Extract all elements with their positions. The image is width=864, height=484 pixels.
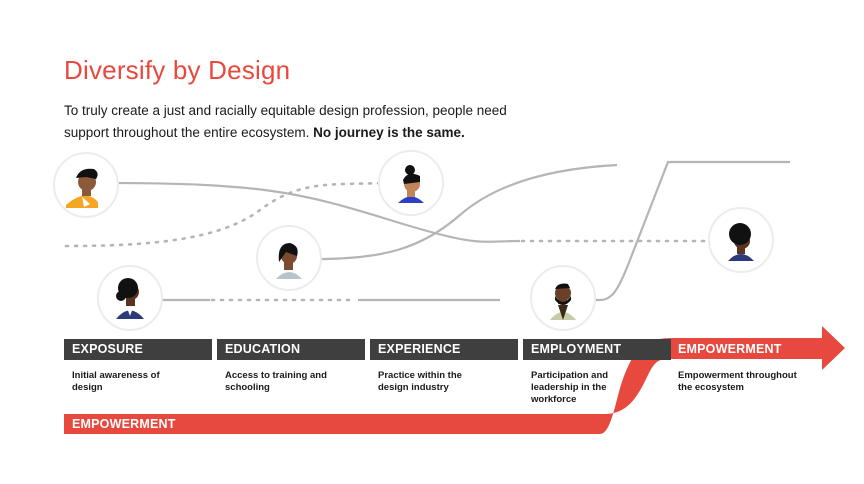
avatar-experience <box>256 225 322 291</box>
stage-education: EDUCATION <box>217 339 365 360</box>
journey-path-exposure <box>104 181 521 243</box>
journey-path-education <box>315 163 618 261</box>
journey-path-employment <box>580 160 790 302</box>
stage-experience: EXPERIENCE <box>370 339 518 360</box>
avatar-employment-left <box>97 265 163 331</box>
avatar-employment <box>530 265 596 331</box>
desc-empowerment: Empowerment throughout the ecosystem <box>678 370 797 393</box>
desc-exposure: Initial awareness of design <box>72 370 160 393</box>
intro-emphasis: No journey is the same. <box>313 125 465 140</box>
stage-exposure: EXPOSURE <box>64 339 212 360</box>
desc-education: Access to training and schooling <box>225 370 327 393</box>
stage-empowerment: EMPOWERMENT <box>678 342 782 356</box>
intro-text: To truly create a just and racially equi… <box>64 100 534 144</box>
desc-employment: Participation and leadership in the work… <box>531 370 609 405</box>
intro-body: To truly create a just and racially equi… <box>64 103 507 140</box>
desc-experience: Practice within the design industry <box>378 370 462 393</box>
journey-paths <box>64 160 790 302</box>
empowerment-band-label: EMPOWERMENT <box>72 417 176 431</box>
avatar-exposure <box>53 152 119 218</box>
stage-employment: EMPLOYMENT <box>523 339 671 360</box>
journey-path-education-dotted <box>64 181 387 248</box>
page-title: Diversify by Design <box>64 55 291 85</box>
avatar-education <box>378 150 444 216</box>
avatar-empowerment <box>708 207 774 273</box>
